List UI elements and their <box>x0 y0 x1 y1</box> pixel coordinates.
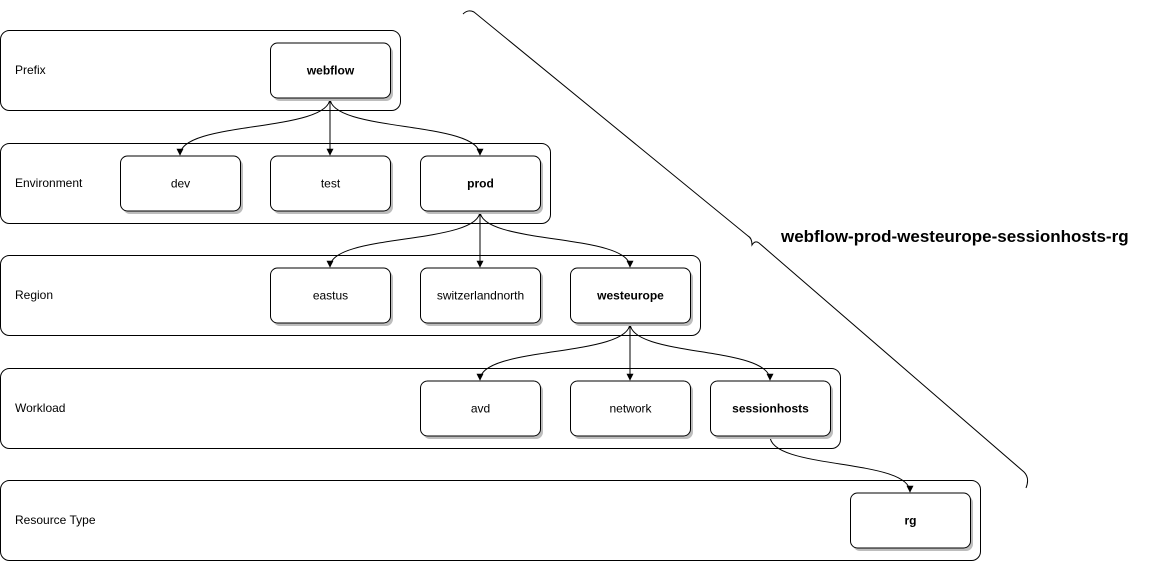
node-network[interactable]: network <box>570 380 694 439</box>
node-webflow[interactable]: webflow <box>270 42 394 101</box>
node-label: rg <box>905 514 917 528</box>
node-label: switzerlandnorth <box>437 289 524 303</box>
node-label: test <box>321 177 341 191</box>
node-box <box>270 267 391 324</box>
node-label: sessionhosts <box>732 402 809 416</box>
node-label: prod <box>467 177 494 191</box>
row-label-region: Region <box>15 288 53 302</box>
result-group: webflow-prod-westeurope-sessionhosts-rg <box>462 10 1129 489</box>
node-eastus[interactable]: eastus <box>270 267 394 326</box>
node-avd[interactable]: avd <box>420 380 544 439</box>
row-label-workload: Workload <box>15 401 65 415</box>
node-label: network <box>609 402 652 416</box>
node-box <box>270 155 391 212</box>
edge-westeurope-to-sessionhosts <box>629 322 774 381</box>
node-dev[interactable]: dev <box>120 155 244 214</box>
edge-webflow-to-prod <box>329 97 484 156</box>
node-box <box>710 380 831 437</box>
bracket-brace <box>462 10 1029 489</box>
node-sessionhosts[interactable]: sessionhosts <box>710 380 834 439</box>
node-test[interactable]: test <box>270 155 394 214</box>
edge-prod-to-westeurope <box>479 210 634 268</box>
row-label-resource-type: Resource Type <box>15 513 96 527</box>
edge-prod-to-eastus <box>326 210 481 268</box>
node-rg[interactable]: rg <box>850 492 974 551</box>
edge-sessionhosts-to-rg <box>769 435 914 493</box>
edge-webflow-to-dev <box>176 97 331 156</box>
edge-westeurope-to-avd <box>476 322 631 381</box>
connector-edges <box>176 97 914 493</box>
node-box <box>120 155 241 212</box>
node-switzerlandnorth[interactable]: switzerlandnorth <box>420 267 544 326</box>
node-label: westeurope <box>596 289 664 303</box>
row-frame-resource-type <box>0 480 981 561</box>
node-westeurope[interactable]: westeurope <box>570 267 694 326</box>
row-label-environment: Environment <box>15 176 83 190</box>
node-prod[interactable]: prod <box>420 155 544 214</box>
node-label: avd <box>471 402 490 416</box>
node-label: eastus <box>313 289 348 303</box>
node-box <box>850 492 971 549</box>
node-label: dev <box>171 177 190 191</box>
value-nodes: webflow dev test prod eastus switzerlandnorth… <box>120 42 974 551</box>
node-box <box>420 155 541 212</box>
node-box <box>420 267 541 324</box>
row-label-prefix: Prefix <box>15 63 46 77</box>
node-box <box>570 380 691 437</box>
result-resource-name: webflow-prod-westeurope-sessionhosts-rg <box>780 227 1129 246</box>
node-box <box>420 380 541 437</box>
node-box <box>570 267 691 324</box>
node-box <box>270 42 391 99</box>
node-label: webflow <box>306 64 355 78</box>
